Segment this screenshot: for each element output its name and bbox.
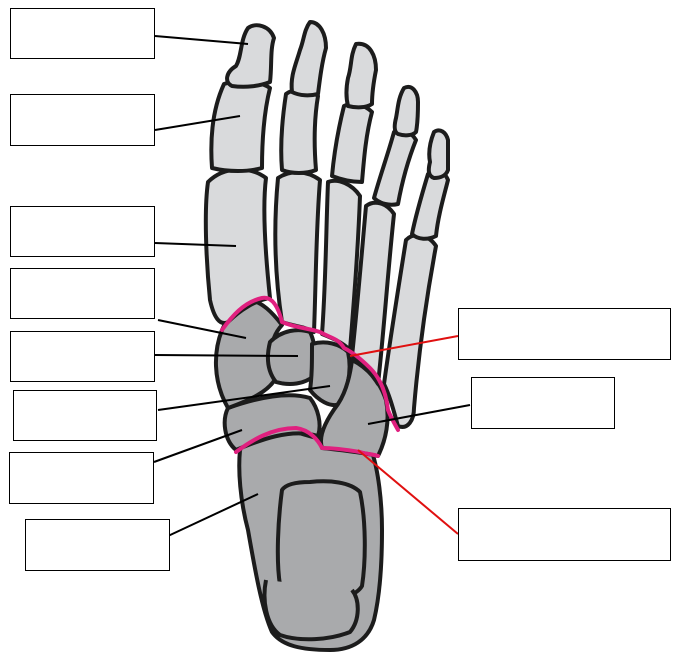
label-box-intermediate-cuneiform[interactable] [10,331,155,382]
label-box-distal-phalanx[interactable] [10,8,155,59]
label-box-proximal-phalanx[interactable] [10,94,155,146]
label-box-medial-cuneiform[interactable] [10,268,155,319]
label-box-navicular[interactable] [9,452,154,504]
label-text [459,309,670,317]
label-text [11,9,154,17]
label-text [459,509,670,517]
label-text [11,95,154,103]
label-box-talus[interactable] [25,519,170,571]
label-box-lateral-cuneiform[interactable] [13,390,157,441]
label-text [26,520,169,528]
leader-line-intermediate-cuneiform [155,355,298,356]
leader-line-distal-phalanx [155,36,248,44]
leader-line-cuboid [368,405,470,424]
label-box-transverse-tarsal-joint[interactable] [458,508,671,561]
label-text [11,269,154,277]
leader-line-talus [168,494,258,536]
leader-line-lateral-cuneiform [158,386,330,410]
leader-line-proximal-phalanx [155,116,240,130]
leader-line-tarsometatarsal-joint [350,336,458,356]
leader-line-transverse-tarsal-joint [358,450,458,534]
label-box-metatarsal[interactable] [10,206,155,257]
leader-line-metatarsal [155,243,236,246]
label-box-cuboid[interactable] [471,377,615,429]
label-box-tarsometatarsal-joint[interactable] [458,308,671,360]
leader-line-navicular [154,430,242,462]
label-text [472,378,614,386]
label-text [14,391,156,399]
label-text [11,332,154,340]
label-text [11,207,154,215]
label-text [10,453,153,461]
leader-line-medial-cuneiform [158,320,246,338]
